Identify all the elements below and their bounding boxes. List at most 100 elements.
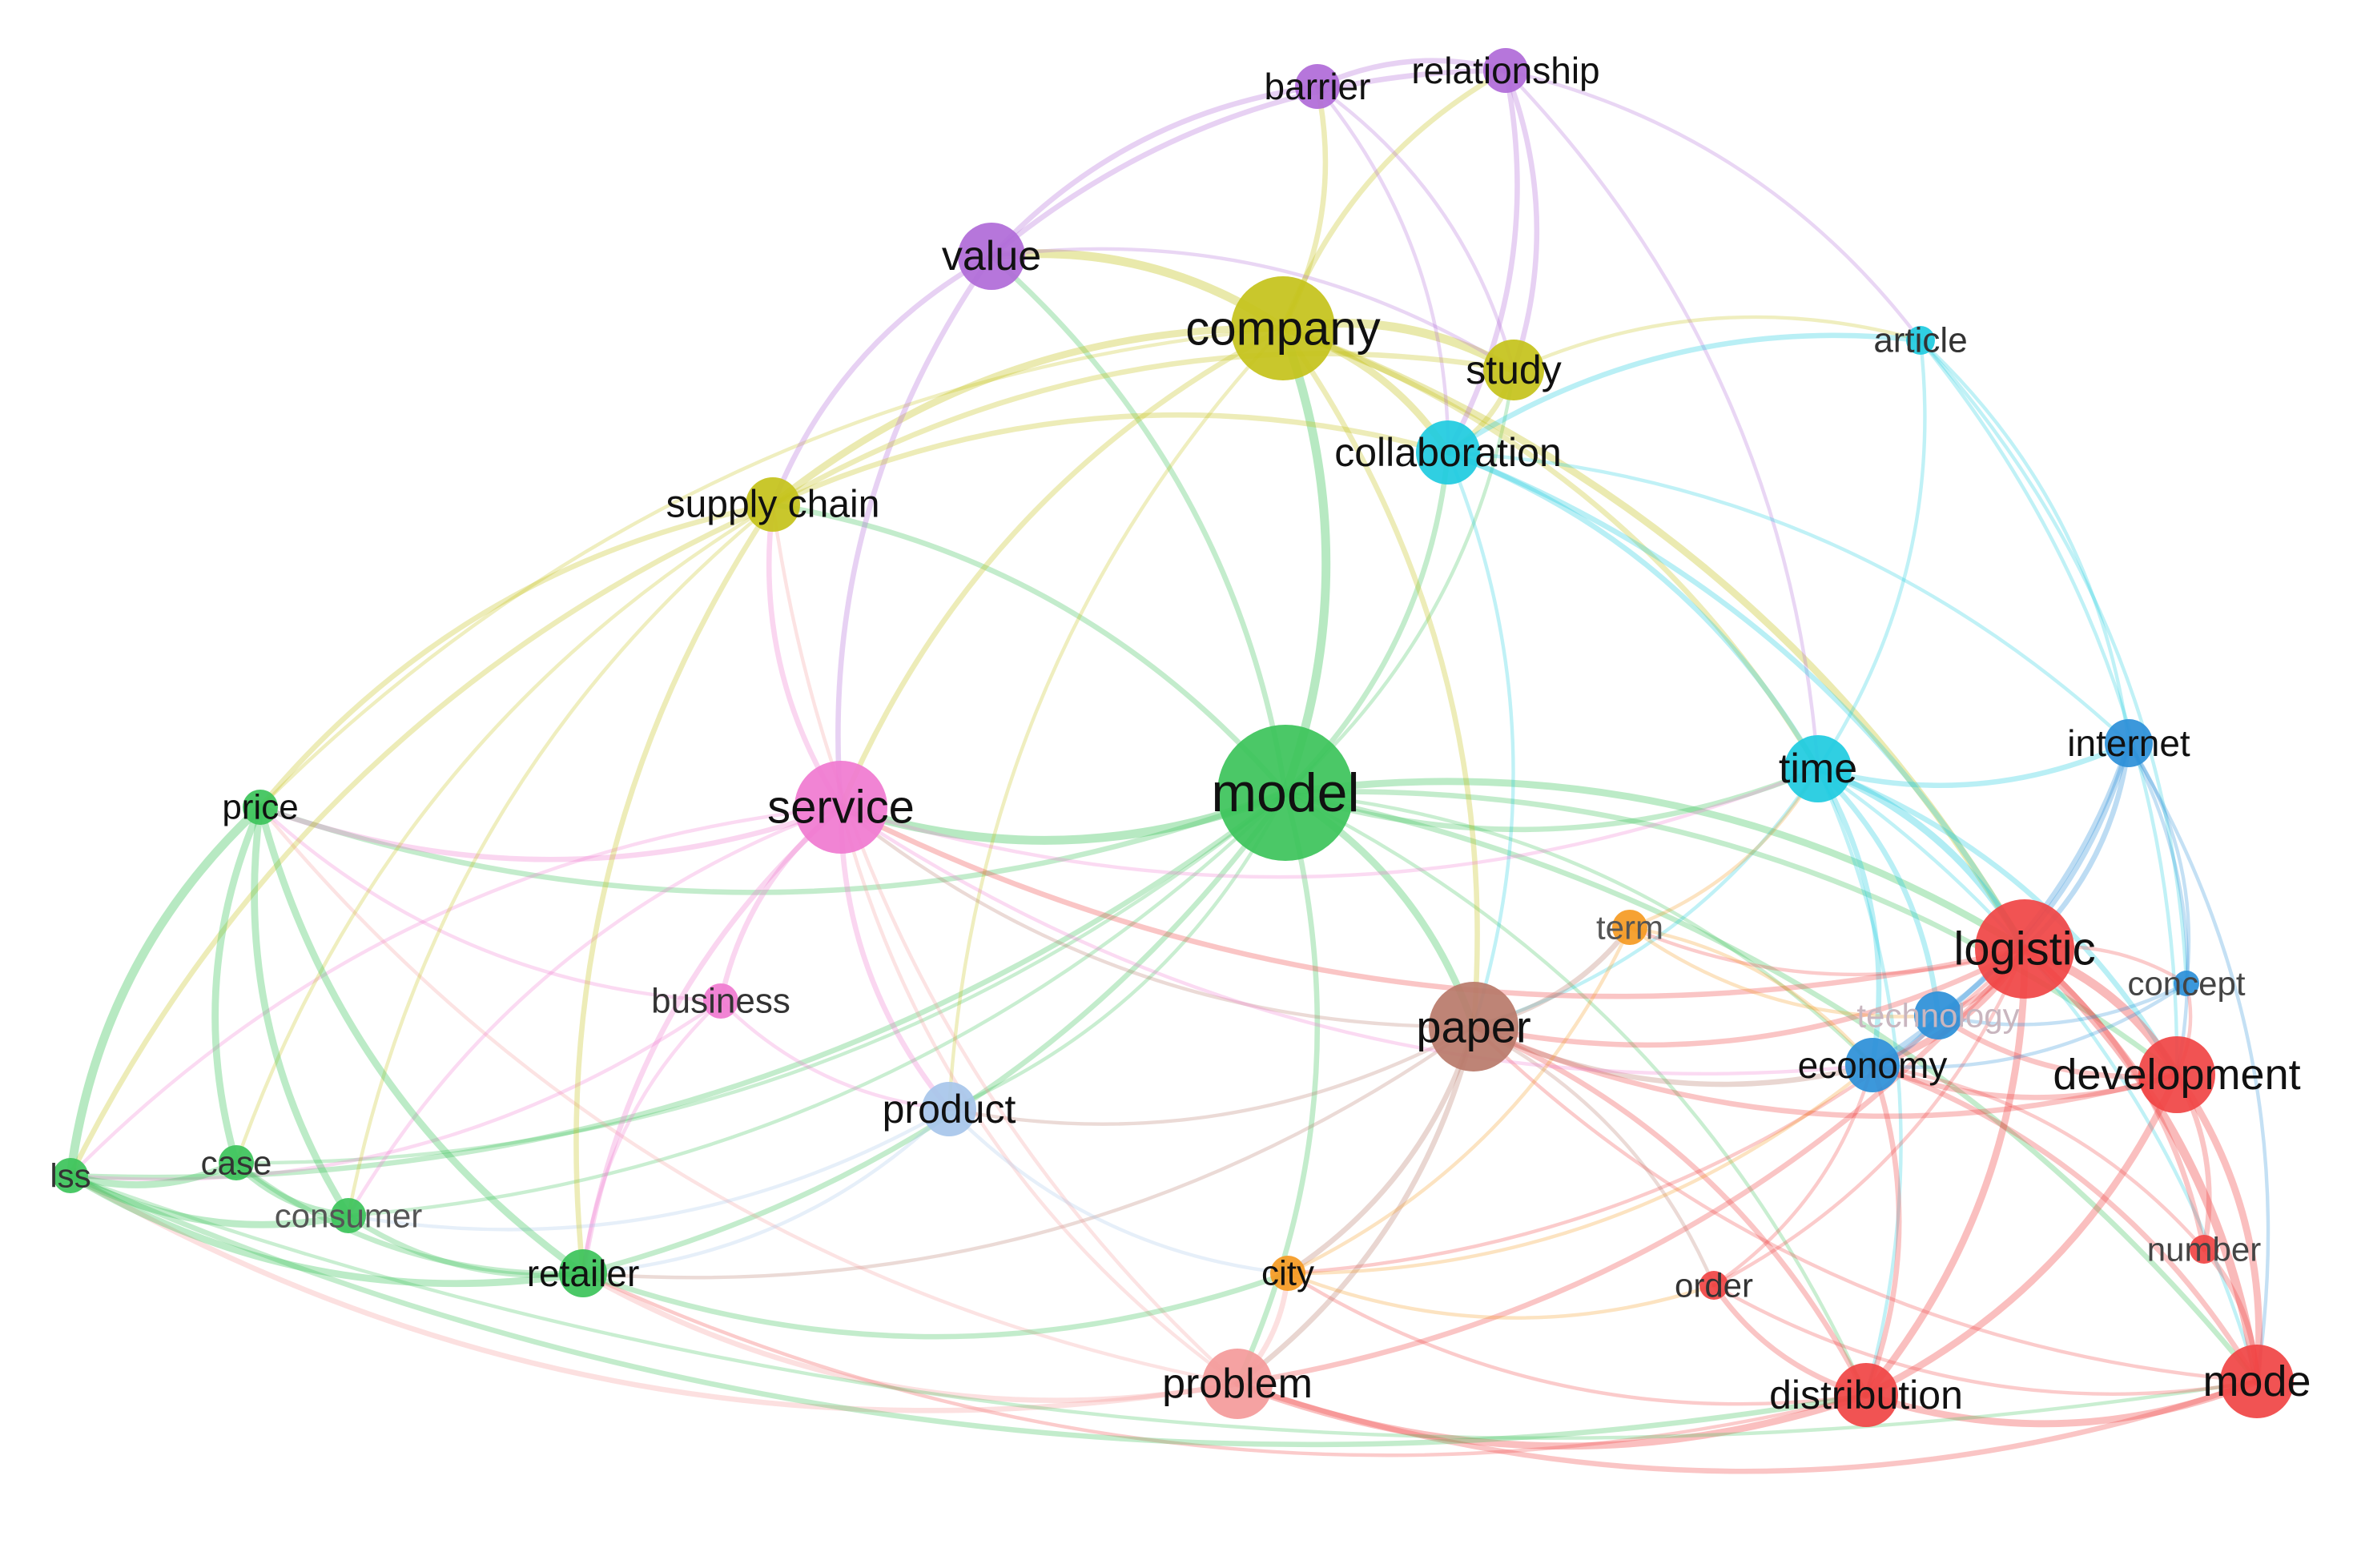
link-distribution-economy [1863, 1062, 1902, 1398]
node-technology[interactable] [1914, 991, 1962, 1039]
node-city[interactable] [1270, 1256, 1305, 1291]
link-mode-economy [1869, 1062, 2260, 1385]
node-service[interactable] [794, 761, 887, 854]
link-company-time [1280, 325, 1821, 772]
node-concept[interactable] [2174, 971, 2199, 996]
link-company-logistic [1279, 324, 2029, 953]
network-links [66, 58, 2271, 1474]
node-article[interactable] [1906, 326, 1935, 355]
link-retailer-case [233, 1160, 586, 1277]
link-article-concept [1918, 338, 2189, 986]
node-value[interactable] [958, 223, 1025, 290]
link-paper-problem [1234, 1023, 1477, 1387]
label-consumer: consumer [275, 1197, 422, 1235]
link-internet-mode [2126, 741, 2271, 1384]
link-lss-case [66, 1159, 240, 1188]
node-mode[interactable] [2220, 1345, 2294, 1418]
link-company-product [947, 326, 1285, 1112]
link-model-study [1283, 368, 1516, 795]
node-barrier[interactable] [1295, 64, 1340, 109]
link-supply_chain-price [257, 501, 776, 810]
node-internet[interactable] [2105, 719, 2153, 767]
link-city-order [1285, 1271, 1716, 1320]
label-service: service [767, 782, 915, 834]
link-time-internet [1815, 740, 2132, 789]
link-price-case [211, 803, 264, 1167]
link-business-product [718, 999, 951, 1112]
network-labels: modelcompanyservicelogisticpaperdevelopm… [50, 50, 2311, 1417]
label-supply-chain: supply chain [666, 484, 880, 526]
label-price: price [222, 788, 298, 827]
node-company[interactable] [1231, 276, 1335, 380]
link-collaboration-paper [1446, 450, 1515, 1029]
link-model-company [1278, 324, 1331, 798]
label-distribution: distribution [1769, 1373, 1963, 1417]
link-relationship-time [1503, 68, 1820, 771]
node-paper[interactable] [1429, 982, 1518, 1071]
link-business-lss [68, 999, 723, 1181]
link-time-technology [1815, 766, 1941, 1019]
link-model-value [988, 253, 1289, 796]
link-logistic-service [838, 804, 2028, 999]
node-retailer[interactable] [559, 1249, 607, 1297]
link-economy-concept [1870, 981, 2189, 1069]
node-business[interactable] [703, 983, 738, 1019]
node-study[interactable] [1483, 340, 1544, 400]
node-economy[interactable] [1845, 1038, 1900, 1092]
label-case: case [201, 1144, 272, 1182]
node-number[interactable] [2190, 1235, 2218, 1264]
link-value-supply_chain [770, 253, 995, 508]
link-model-economy [1283, 790, 1875, 1067]
link-model-time [1282, 766, 1821, 833]
label-lss: lss [50, 1157, 90, 1195]
link-supply_chain-collaboration [770, 412, 1451, 508]
link-model-price [257, 790, 1289, 895]
node-lss[interactable] [53, 1158, 88, 1193]
link-time-distribution [1816, 766, 1903, 1397]
node-logistic[interactable] [1975, 899, 2074, 999]
node-order[interactable] [1699, 1271, 1728, 1300]
node-model[interactable] [1217, 725, 1353, 861]
link-lss-mode [68, 1173, 2259, 1440]
label-article: article [1873, 321, 1967, 360]
link-service-lss [68, 805, 843, 1178]
link-problem-retailer [580, 1270, 1241, 1404]
link-collaboration-article [1445, 332, 1924, 456]
link-product-consumer [346, 1107, 951, 1232]
node-term[interactable] [1612, 910, 1647, 945]
node-consumer[interactable] [331, 1198, 366, 1233]
node-product[interactable] [922, 1082, 976, 1136]
node-price[interactable] [243, 790, 278, 825]
link-price-retailer [256, 803, 587, 1277]
link-model-development [1282, 789, 2180, 1078]
node-problem[interactable] [1202, 1349, 1273, 1419]
link-mode-problem [1234, 1378, 2260, 1474]
link-development-paper [1470, 1023, 2180, 1120]
label-term: term [1596, 909, 1663, 947]
label-mode: mode [2202, 1357, 2311, 1405]
link-mode-paper [1471, 1024, 2259, 1384]
link-paper-service [839, 805, 1476, 1029]
link-retailer-consumer [345, 1212, 586, 1278]
node-case[interactable] [219, 1145, 254, 1180]
link-development-economy [1869, 1062, 2180, 1100]
node-collaboration[interactable] [1416, 420, 1480, 484]
node-distribution[interactable] [1834, 1363, 1898, 1427]
link-model-retailer [580, 790, 1289, 1277]
link-article-time [1816, 338, 1927, 771]
node-relationship[interactable] [1483, 48, 1528, 93]
link-model-logistic [1281, 778, 2029, 953]
link-technology-concept [1936, 981, 2189, 1027]
link-time-paper [1471, 766, 1820, 1029]
node-supply-chain[interactable] [746, 477, 800, 532]
link-supply_chain-lss [67, 501, 776, 1179]
node-time[interactable] [1784, 735, 1852, 802]
link-collaboration-time [1445, 449, 1821, 772]
link-distribution-problem [1233, 1380, 1870, 1450]
label-value: value [942, 233, 1041, 279]
link-paper-economy [1470, 1023, 1876, 1088]
node-development[interactable] [2138, 1036, 2215, 1113]
link-development-distribution [1862, 1071, 2181, 1399]
link-value-study [989, 247, 1516, 372]
link-barrier-study [1315, 84, 1516, 372]
